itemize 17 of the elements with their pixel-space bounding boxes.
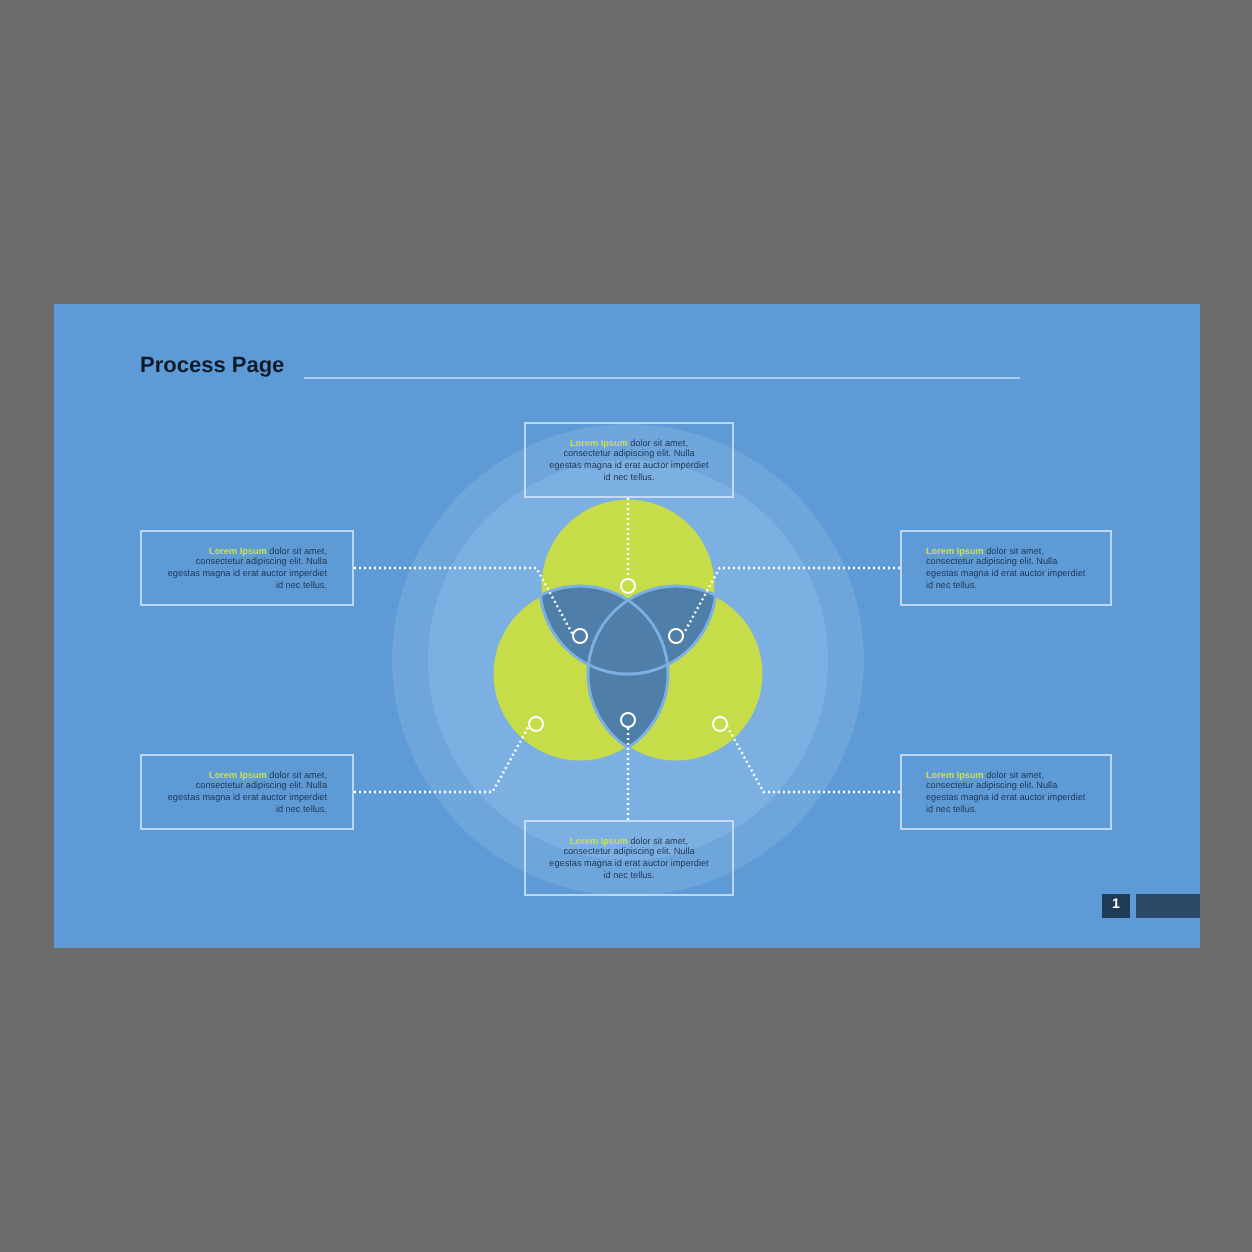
marker-dot [620, 578, 636, 594]
text-box [524, 820, 734, 896]
text-box [900, 754, 1112, 830]
leader-line [626, 728, 630, 820]
text-box [524, 422, 734, 498]
marker-dot [528, 716, 544, 732]
text-box [900, 530, 1112, 606]
marker-dot [572, 628, 588, 644]
leader-line [354, 726, 530, 794]
page-title: Process Page [140, 354, 285, 378]
text-box [140, 530, 354, 606]
leader-line [726, 726, 900, 794]
marker-dot [668, 628, 684, 644]
marker-dot [712, 716, 728, 732]
leader-line [626, 498, 630, 578]
marker-dot [620, 712, 636, 728]
text-box [140, 754, 354, 830]
